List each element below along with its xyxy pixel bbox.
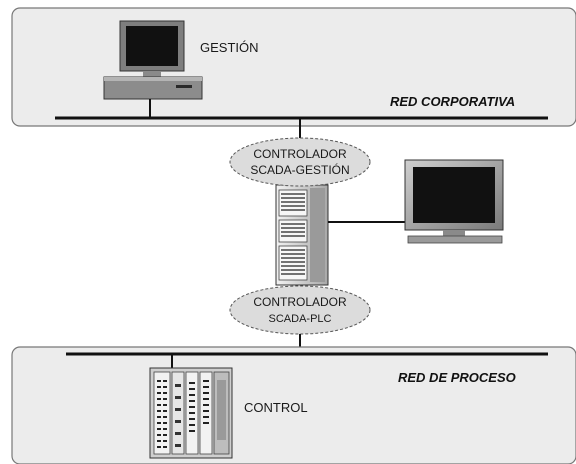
process-network-label: RED DE PROCESO — [398, 370, 516, 385]
controller-label-line1: CONTROLADOR — [253, 295, 347, 309]
corporate-network-label: RED CORPORATIVA — [390, 94, 515, 109]
controller-scada-gestion: CONTROLADOR SCADA-GESTIÓN — [229, 137, 371, 187]
control-label: CONTROL — [244, 400, 308, 415]
corporate-network-zone: RED CORPORATIVA — [11, 7, 576, 127]
controller-scada-plc: CONTROLADOR SCADA-PLC — [229, 285, 371, 335]
controller-bubble — [229, 285, 371, 335]
controller-label-line2: SCADA-GESTIÓN — [250, 162, 349, 177]
controller-label-line2: SCADA-PLC — [269, 313, 332, 325]
management-workstation-icon — [103, 20, 203, 118]
scada-server-icon — [275, 184, 329, 286]
operator-monitor-icon — [404, 159, 504, 244]
controller-label-line1: CONTROLADOR — [253, 147, 347, 161]
plc-controller-icon — [149, 367, 233, 459]
management-label: GESTIÓN — [200, 40, 259, 55]
controller-bubble — [229, 137, 371, 187]
